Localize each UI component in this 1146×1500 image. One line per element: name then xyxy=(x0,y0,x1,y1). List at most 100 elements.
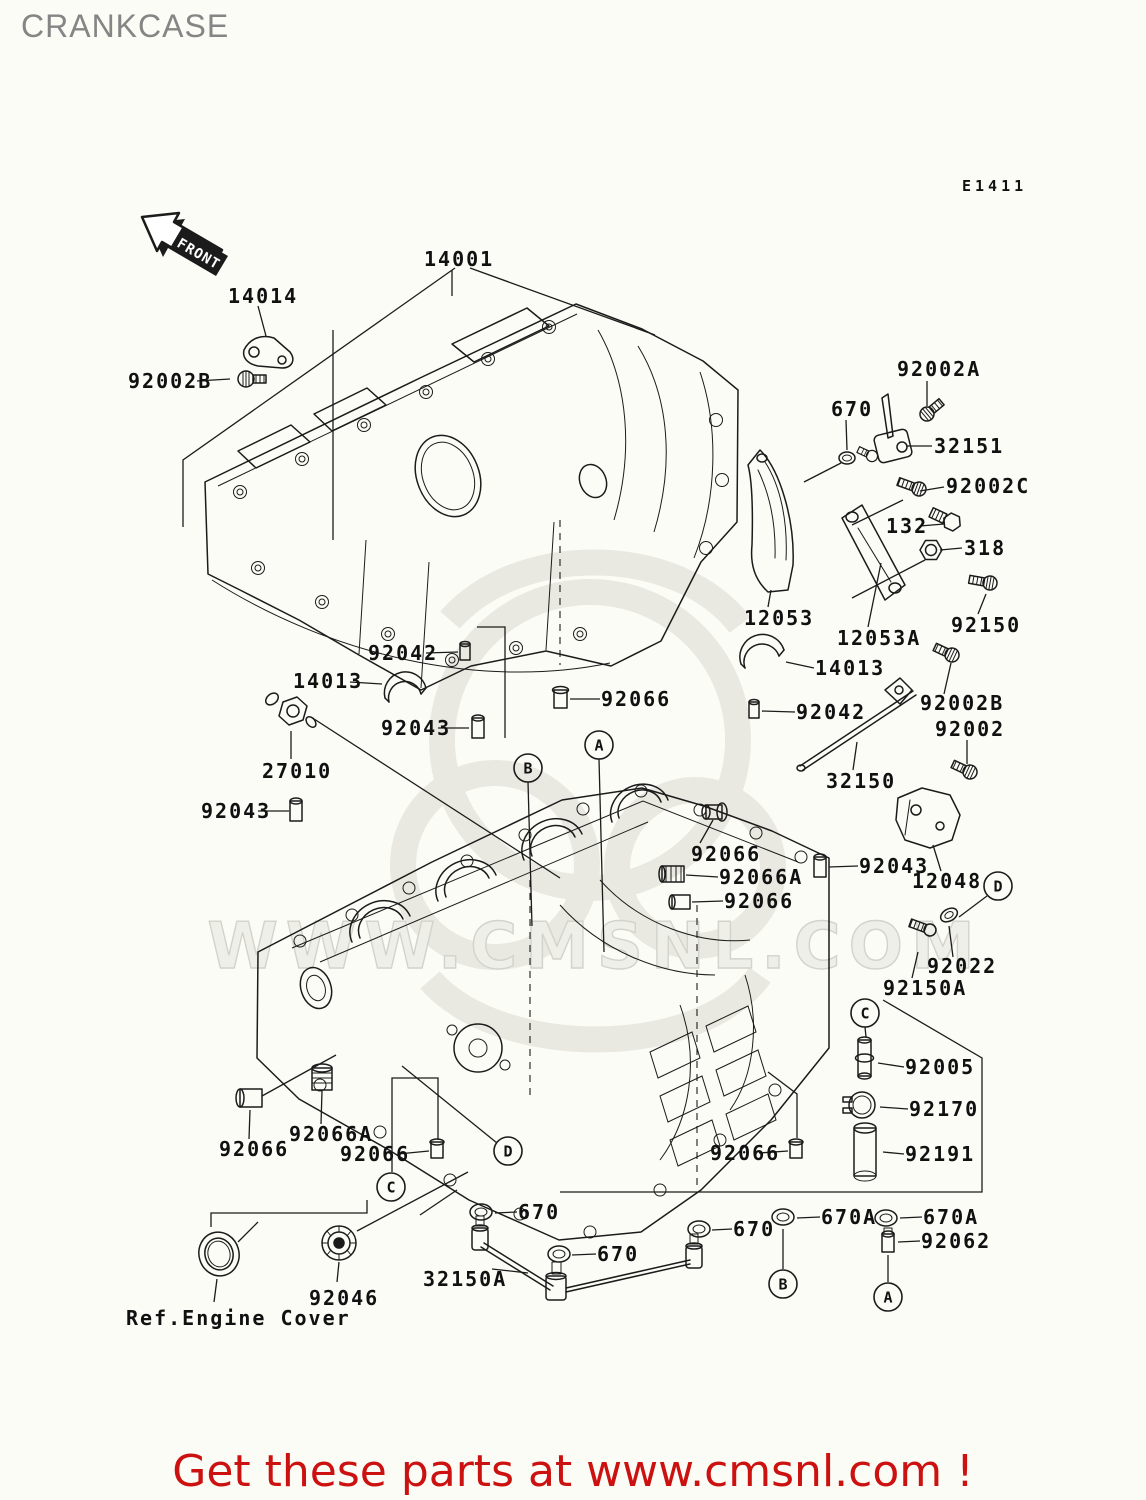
assembly-ref-circle-d: D xyxy=(983,871,1013,901)
part-glyph-oil-seal xyxy=(198,1231,240,1277)
svg-text:A: A xyxy=(594,737,603,755)
part-label-92170: 92170 xyxy=(909,1097,979,1121)
front-arrow: FRONT xyxy=(140,211,228,276)
svg-text:D: D xyxy=(503,1143,512,1161)
part-label-92043-1: 92043 xyxy=(201,799,271,823)
assembly-ref-circle-c: C xyxy=(376,1172,406,1202)
part-glyph-92043-1 xyxy=(289,797,303,822)
part-label-92042-2: 92042 xyxy=(796,700,866,724)
part-label-12053a: 12053A xyxy=(837,626,921,650)
part-label-92150: 92150 xyxy=(951,613,1021,637)
part-label-92066-4: 92066 xyxy=(219,1137,289,1161)
part-label-92043-2: 92043 xyxy=(381,716,451,740)
part-glyph-92066a-2 xyxy=(311,1063,333,1091)
page-title: CRANKCASE xyxy=(21,8,230,44)
cmsnl-banner-link[interactable]: Get these parts at www.cmsnl.com ! xyxy=(172,1446,974,1497)
part-label-32150a: 32150A xyxy=(423,1267,507,1291)
part-glyph-92002b-2 xyxy=(932,642,960,663)
part-label-670-2: 670 xyxy=(518,1200,560,1224)
svg-text:C: C xyxy=(860,1005,869,1023)
part-glyph-92043-3 xyxy=(813,853,827,878)
part-glyph-92170-clamp xyxy=(842,1091,876,1119)
part-label-92150a: 92150A xyxy=(883,976,967,1000)
part-label-14013-2: 14013 xyxy=(815,656,885,680)
part-glyph-32150a-linkage xyxy=(471,1215,703,1301)
part-label-92066-6: 92066 xyxy=(710,1141,780,1165)
part-label-92066-2: 92066 xyxy=(691,842,761,866)
assembly-ref-circle-b: B xyxy=(513,753,543,783)
svg-text:B: B xyxy=(523,760,532,778)
part-label-32150: 32150 xyxy=(826,769,896,793)
part-label-92062: 92062 xyxy=(921,1229,991,1253)
part-glyph-92043-2 xyxy=(471,714,485,739)
part-glyph-92066-4 xyxy=(235,1088,263,1108)
part-glyph-12048-bracket xyxy=(895,787,961,849)
part-label-92042-1: 92042 xyxy=(368,641,438,665)
part-glyph-92005-breather xyxy=(854,1036,875,1080)
watermark-text: WWW.CMSNL.COM xyxy=(207,910,982,984)
part-label-92005: 92005 xyxy=(905,1055,975,1079)
part-glyph-92066-2 xyxy=(701,802,728,822)
part-label-12053: 12053 xyxy=(744,606,814,630)
part-glyph-92002a xyxy=(919,397,945,422)
part-glyph-92150 xyxy=(967,574,998,591)
part-label-670-4: 670 xyxy=(733,1217,775,1241)
hardware-glyphs xyxy=(198,335,998,1301)
part-label-14014: 14014 xyxy=(228,284,298,308)
part-label-92002c: 92002C xyxy=(946,474,1030,498)
part-glyph-14013-shell-left xyxy=(383,671,427,703)
part-glyph-670-oring-top xyxy=(838,451,856,465)
assembly-ref-circle-d: D xyxy=(493,1136,523,1166)
part-glyph-132-bolt xyxy=(928,506,961,532)
part-label-92043-3: 92043 xyxy=(859,854,929,878)
part-label-670-1: 670 xyxy=(831,397,873,421)
part-label-14001: 14001 xyxy=(424,247,494,271)
part-label-e1411: E1411 xyxy=(962,177,1027,195)
part-label-92002a: 92002A xyxy=(897,357,981,381)
part-glyph-92066a-1 xyxy=(658,865,685,883)
part-label-92002b-1: 92002B xyxy=(128,369,212,393)
part-label-92066-3: 92066 xyxy=(724,889,794,913)
part-label-12048: 12048 xyxy=(912,869,982,893)
part-glyph-32150-shift-rod xyxy=(796,677,917,772)
part-glyph-92066-6 xyxy=(788,1138,804,1159)
part-label-670a-1: 670A xyxy=(821,1205,877,1229)
group-bracket-lines xyxy=(182,267,983,1243)
part-label-32151: 32151 xyxy=(934,434,1004,458)
part-label-92066-1: 92066 xyxy=(601,687,671,711)
part-label-92002b-2: 92002B xyxy=(920,691,1004,715)
part-glyph-318-nut xyxy=(919,539,943,561)
part-glyph-27010-oil-switch xyxy=(264,692,317,729)
part-labels-layer: 1401492002B14001E141192002A6703215192002… xyxy=(126,177,1030,1330)
part-label-92046: 92046 xyxy=(309,1286,379,1310)
part-glyph-92002 xyxy=(950,759,978,780)
assembly-ref-circle-a: A xyxy=(584,730,614,760)
svg-text:D: D xyxy=(993,878,1002,896)
part-label-132: 132 xyxy=(886,514,928,538)
part-glyph-92066-5 xyxy=(429,1138,445,1159)
part-label-318: 318 xyxy=(964,536,1006,560)
cms-watermark: WWW.CMSNL.COM xyxy=(207,549,982,1053)
part-glyph-670a-orings xyxy=(771,1208,898,1227)
part-label-92066a-2: 92066A xyxy=(289,1122,373,1146)
part-label-92002: 92002 xyxy=(935,717,1005,741)
assembly-ref-circle-a: A xyxy=(873,1282,903,1312)
part-label-ref-engine-cover: Ref.Engine Cover xyxy=(126,1306,351,1330)
part-label-92191: 92191 xyxy=(905,1142,975,1166)
upper-crankcase-drawing xyxy=(204,303,739,691)
leader-lines xyxy=(196,270,988,1303)
part-glyph-12053-chain-guide xyxy=(747,449,794,593)
part-glyph-12053a-tensioner xyxy=(841,504,906,601)
part-glyph-92042-2 xyxy=(748,698,760,719)
part-label-92066-5: 92066 xyxy=(340,1142,410,1166)
assembly-ref-circle-c: C xyxy=(850,998,880,1028)
part-glyph-92002b-1 xyxy=(237,370,267,388)
part-label-92066a-1: 92066A xyxy=(719,865,803,889)
part-glyph-32151-neutral-switch xyxy=(856,393,913,464)
part-glyph-14014 xyxy=(242,335,294,369)
part-label-27010: 27010 xyxy=(262,759,332,783)
part-glyph-92002c xyxy=(896,476,927,497)
